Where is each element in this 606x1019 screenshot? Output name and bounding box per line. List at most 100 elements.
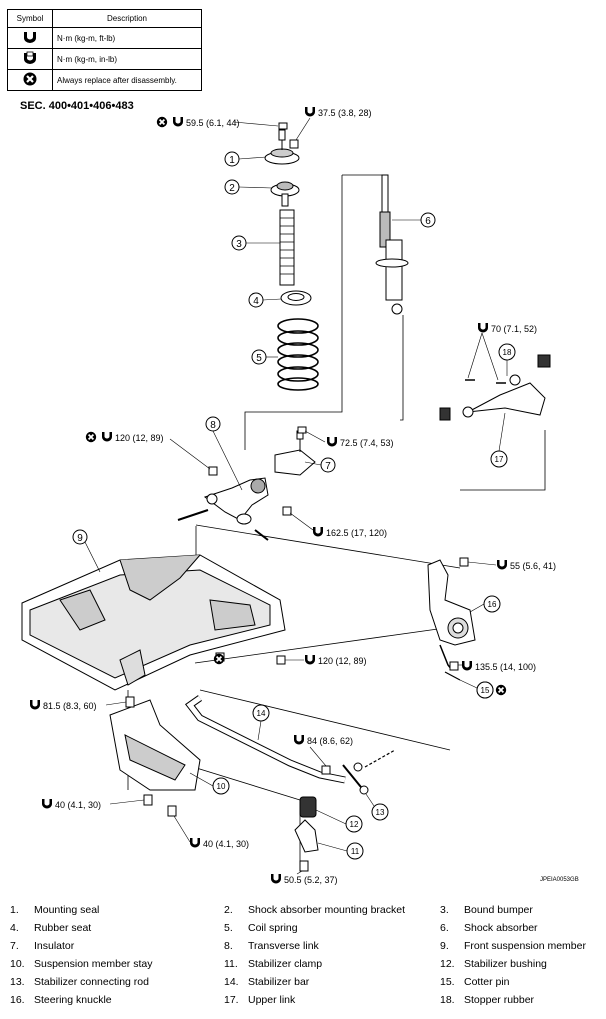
part-number: 1. (10, 904, 19, 916)
torque-replace-bolt (212, 652, 226, 666)
part-number: 14. (224, 976, 239, 988)
figure-code: JPEIA0053GB (540, 877, 579, 883)
torque-wrench-icon (305, 655, 315, 665)
part-number: 2. (224, 904, 233, 916)
svg-text:13: 13 (376, 808, 385, 817)
svg-text:2: 2 (229, 183, 235, 194)
svg-text:1: 1 (229, 155, 235, 166)
callout-10: 10 (189, 772, 230, 795)
callout-1: 1 (224, 151, 267, 167)
callout-7: 7 (304, 457, 336, 473)
torque-120-b: 120 (12, 89) (285, 655, 367, 666)
always-replace-icon (212, 652, 226, 666)
part-name: Shock absorber mounting bracket (248, 904, 406, 916)
torque-72-5: 72.5 (7.4, 53) (304, 430, 394, 448)
callout-17: 17 (490, 412, 508, 468)
stabilizer-bar (184, 695, 346, 784)
stabilizer-clamp (294, 819, 319, 853)
part-name: Stabilizer bar (248, 976, 310, 988)
part-name: Suspension member stay (34, 958, 153, 970)
part-name: Transverse link (248, 940, 319, 952)
stabilizer-bushing (299, 796, 317, 818)
svg-text:11: 11 (351, 847, 360, 856)
torque-81-5: 81.5 (8.3, 60) (30, 700, 127, 711)
part-number: 17. (224, 994, 239, 1006)
callout-8: 8 (205, 416, 243, 491)
transverse-link (177, 477, 269, 541)
torque-wrench-icon (462, 661, 472, 671)
part-number: 6. (440, 922, 449, 934)
part-name: Mounting seal (34, 904, 100, 916)
svg-text:72.5 (7.4, 53): 72.5 (7.4, 53) (340, 438, 394, 448)
torque-wrench-icon (7, 27, 53, 49)
section-number: SEC. 400•401•406•483 (20, 100, 134, 112)
torque-wrench-icon (478, 323, 488, 333)
torque-wrench-icon (190, 838, 200, 848)
torque-wrench-icon (327, 437, 337, 447)
part-number: 15. (440, 976, 455, 988)
svg-text:59.5 (6.1, 44): 59.5 (6.1, 44) (186, 118, 240, 128)
rubber-seat (280, 290, 312, 306)
part-number: 8. (224, 940, 233, 952)
part-name: Cotter pin (464, 976, 510, 988)
part-name: Upper link (248, 994, 296, 1006)
legend-row: Always replace after disassembly. (7, 69, 202, 91)
callout-2: 2 (224, 179, 273, 195)
svg-text:162.5 (17, 120): 162.5 (17, 120) (326, 528, 387, 538)
svg-text:7: 7 (325, 461, 331, 472)
part-number: 13. (10, 976, 25, 988)
part-name: Insulator (34, 940, 75, 952)
callout-11: 11 (317, 842, 364, 860)
torque-70: 70 (7.1, 52) (467, 323, 537, 381)
svg-text:55 (5.6, 41): 55 (5.6, 41) (510, 561, 556, 571)
part-number: 5. (224, 922, 233, 934)
fasteners (125, 122, 469, 872)
part-number: 3. (440, 904, 449, 916)
callout-18: 18 (498, 343, 516, 376)
legend-header-row: Symbol Description (7, 9, 202, 28)
svg-text:17: 17 (495, 455, 504, 464)
callout-16: 16 (469, 595, 501, 613)
svg-text:10: 10 (217, 782, 226, 791)
always-replace-icon (494, 683, 508, 697)
svg-text:135.5 (14, 100): 135.5 (14, 100) (475, 662, 536, 672)
part-number: 10. (10, 958, 25, 970)
svg-text:8: 8 (210, 420, 216, 431)
torque-40-a: 40 (4.1, 30) (42, 799, 145, 810)
part-number: 11. (224, 958, 238, 970)
part-number: 18. (440, 994, 455, 1006)
exploded-view-diagram: 1 2 3 4 5 6 7 8 9 10 11 12 13 14 15 16 1… (21, 107, 556, 885)
torque-59-5: 59.5 (6.1, 44) (155, 115, 279, 129)
always-replace-icon (155, 115, 169, 129)
part-number: 7. (10, 940, 19, 952)
part-number: 9. (440, 940, 449, 952)
svg-text:9: 9 (77, 533, 83, 544)
torque-wrench-icon (294, 735, 304, 745)
torque-120-a: 120 (12, 89) (84, 430, 211, 470)
part-name: Rubber seat (34, 922, 92, 934)
callout-13: 13 (365, 793, 389, 821)
svg-text:4: 4 (253, 296, 259, 307)
svg-text:81.5 (8.3, 60): 81.5 (8.3, 60) (43, 701, 97, 711)
steering-knuckle (427, 559, 476, 671)
always-replace-icon (7, 69, 53, 91)
shock-absorber (375, 174, 409, 315)
part-number: 16. (10, 994, 25, 1006)
svg-text:120 (12, 89): 120 (12, 89) (115, 433, 164, 443)
part-name: Stopper rubber (464, 994, 535, 1006)
part-name: Shock absorber (464, 922, 538, 934)
callouts: 1 2 3 4 5 6 7 8 9 10 11 12 13 14 15 16 1… (72, 151, 516, 860)
torque-wrench-icon (30, 700, 40, 710)
svg-text:37.5 (3.8, 28): 37.5 (3.8, 28) (318, 108, 372, 118)
cotter-pin (444, 671, 461, 681)
svg-text:40 (4.1, 30): 40 (4.1, 30) (203, 839, 249, 849)
torque-50-5: 50.5 (5.2, 37) (271, 870, 338, 885)
svg-text:14: 14 (257, 709, 266, 718)
bound-bumper (279, 209, 295, 286)
callout-12: 12 (315, 809, 363, 833)
part-name: Front suspension member (464, 940, 586, 952)
part-name: Steering knuckle (34, 994, 112, 1006)
always-replace-icon (84, 430, 98, 444)
torque-wrench-icon (173, 117, 183, 127)
torque-wrench-icon (313, 527, 323, 537)
